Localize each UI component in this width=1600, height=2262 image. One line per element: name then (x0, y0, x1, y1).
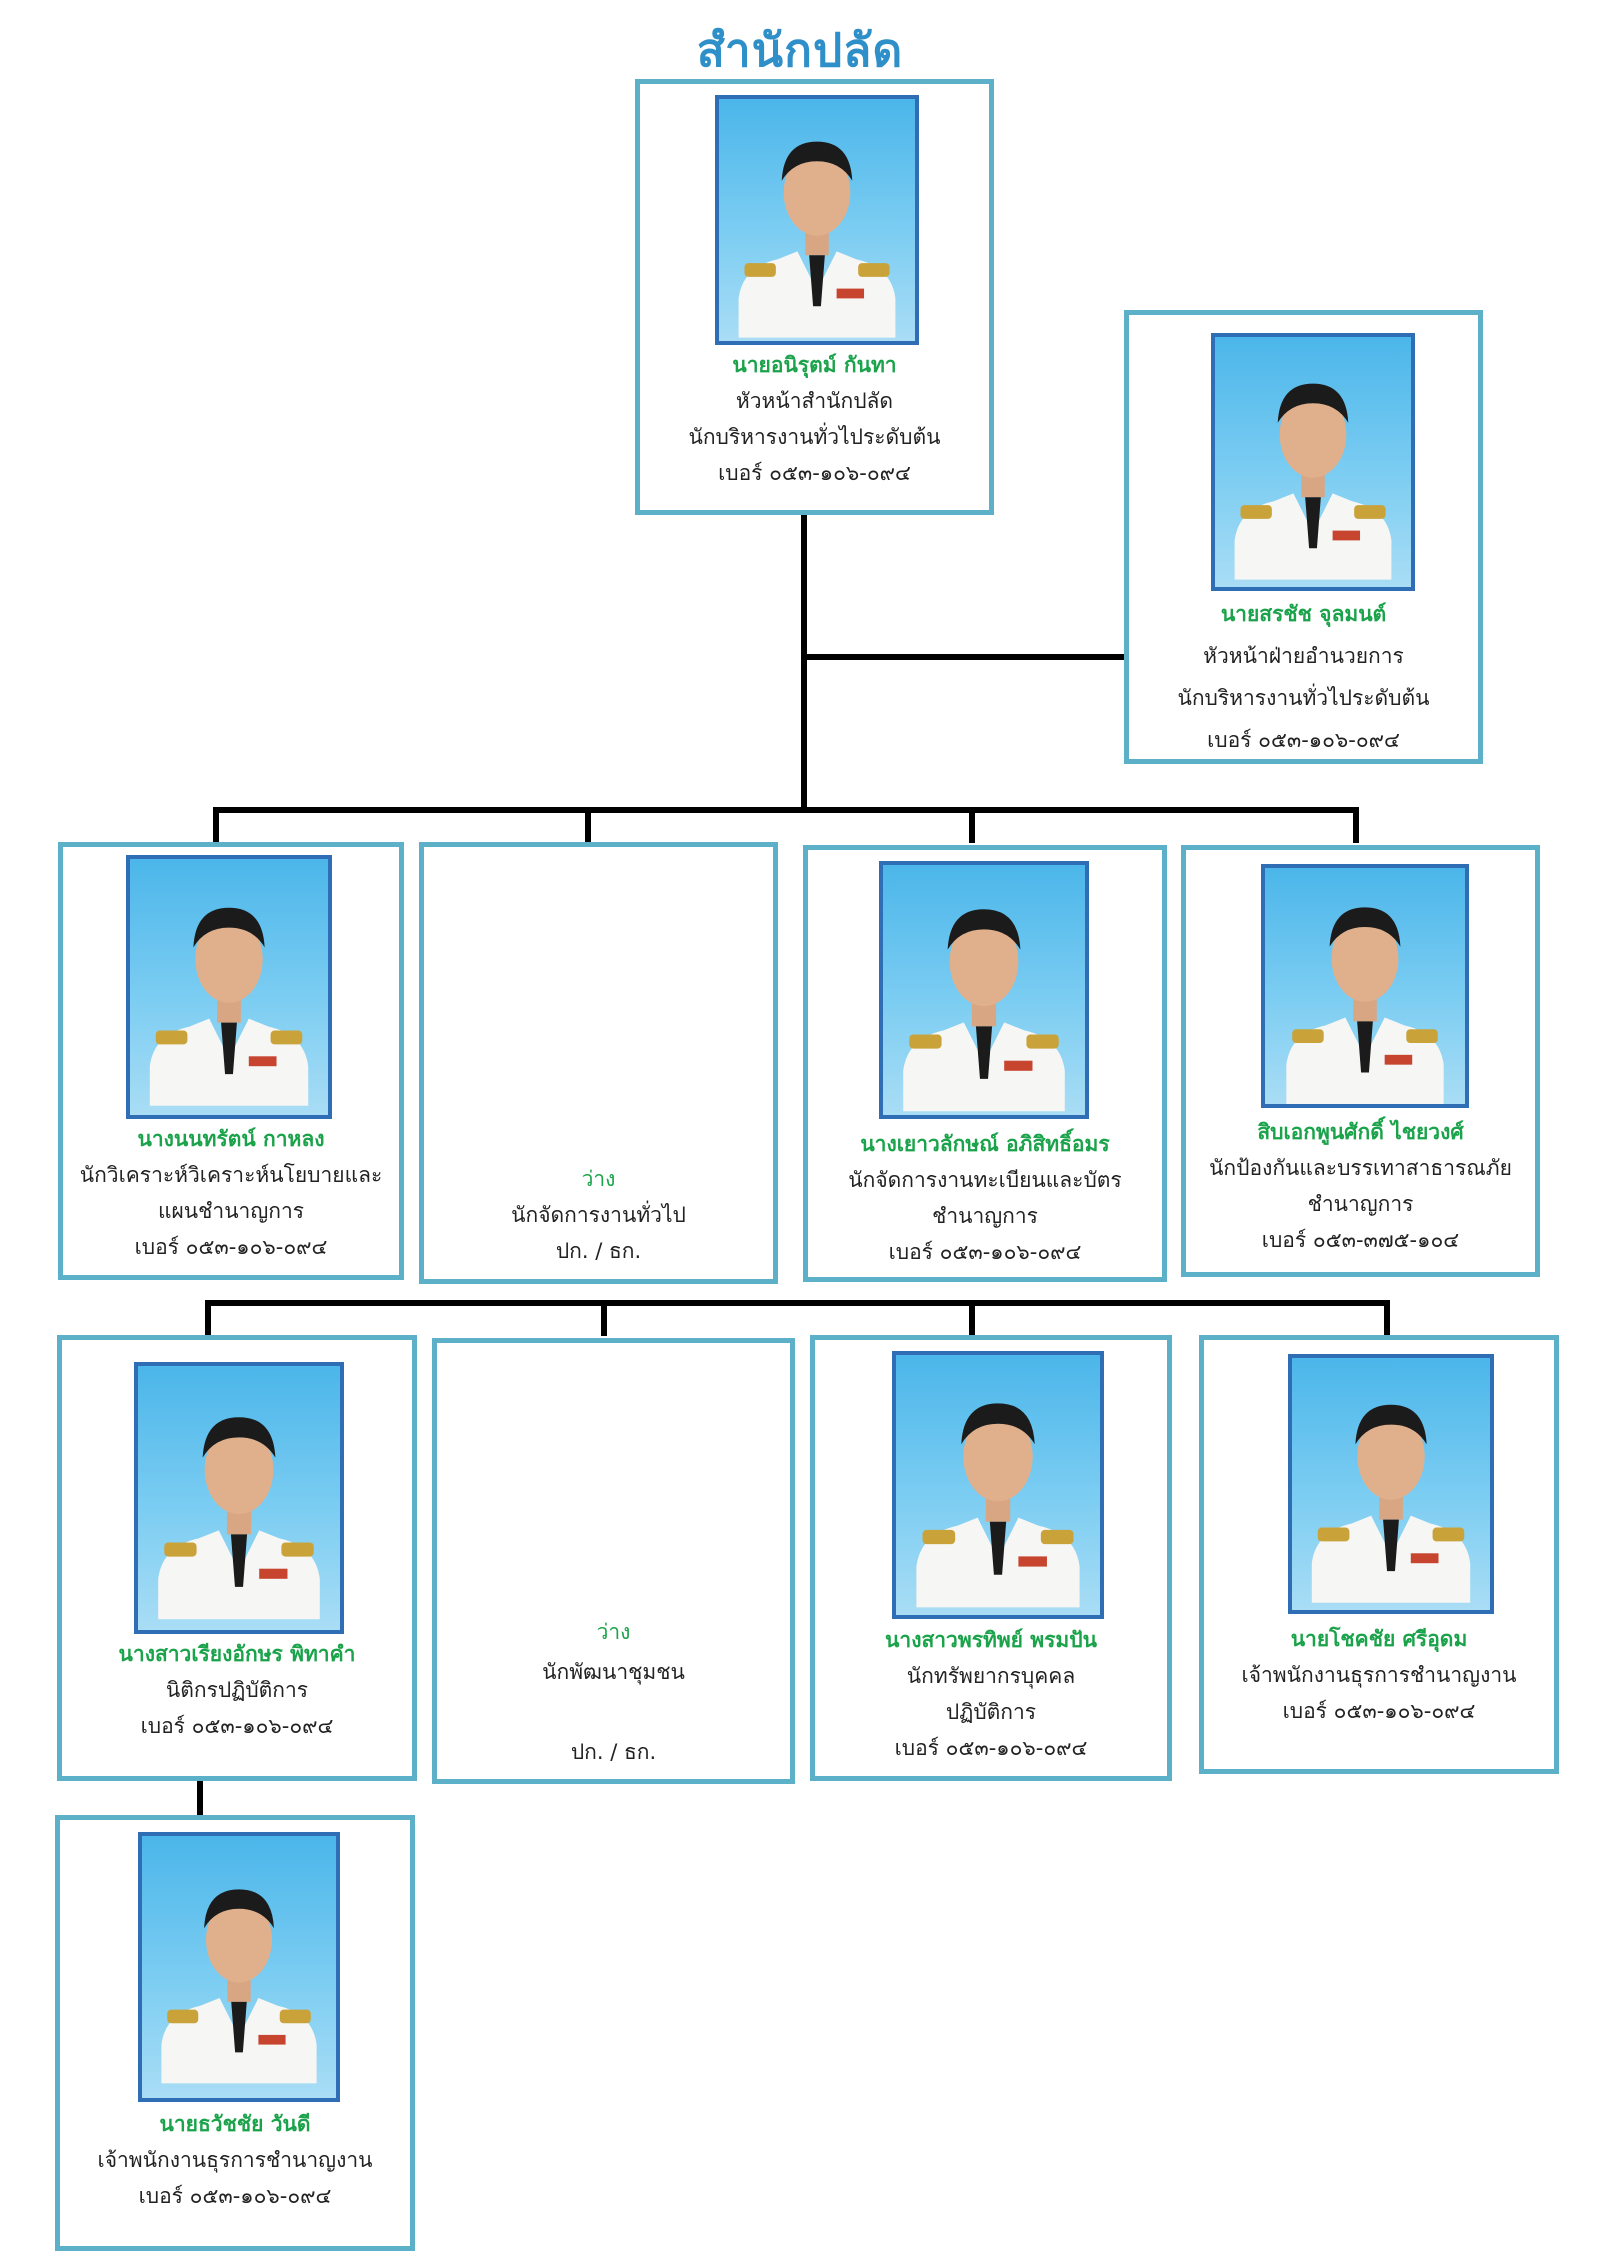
staff-card: สิบเอกพูนศักดิ์ ไชยวงศ์ นักป้องกันและบรร… (1181, 845, 1540, 1277)
deputy-card: นายสรชัช จุลมนต์ หัวหน้าฝ่ายอำนวยการ นัก… (1124, 310, 1483, 764)
head-level: นักบริหารงานทั่วไประดับต้น (688, 425, 941, 449)
person-portrait-icon (142, 1836, 336, 2098)
staff-phone: เบอร์ ๐๕๓-๓๗๕-๑๐๔ (1261, 1228, 1460, 1252)
staff-card: นายธวัชชัย วันดี เจ้าพนักงานธุรการชำนาญง… (55, 1815, 415, 2251)
person-portrait-icon (883, 865, 1085, 1115)
head-card: นายอนิรุตม์ กันทา หัวหน้าสำนักปลัด นักบร… (635, 79, 994, 515)
staff-photo (879, 861, 1089, 1119)
staff-photo (1261, 864, 1469, 1108)
page-title: สำนักปลัด (696, 23, 904, 77)
staff-position: นักจัดการงานทะเบียนและบัตร (848, 1168, 1122, 1192)
staff-card: นางสาวเรียงอักษร พิทาคำ นิติกรปฏิบัติการ… (57, 1335, 417, 1781)
staff-card: นางสาวพรทิพย์ พรมปัน นักทรัพยากรบุคคล ปฏ… (810, 1335, 1172, 1781)
staff-phone: เบอร์ ๐๕๓-๑๐๖-๐๙๔ (140, 1714, 334, 1738)
vacant-position: นักจัดการงานทั่วไป (511, 1203, 686, 1227)
staff-card: นางเยาวลักษณ์ อภิสิทธิ์อมร นักจัดการงานท… (803, 845, 1167, 1282)
vacant-level: ปก. / ธก. (555, 1239, 642, 1263)
head-phone: เบอร์ ๐๕๓-๑๐๖-๐๙๔ (718, 461, 911, 485)
staff-phone: เบอร์ ๐๕๓-๑๐๖-๐๙๔ (138, 2184, 332, 2208)
deputy-position: หัวหน้าฝ่ายอำนวยการ (1203, 644, 1404, 668)
connector-row1-bus (213, 807, 1359, 813)
staff-card: นางนนทรัตน์ กาหลง นักวิเคราะห์วิเคราะห์น… (58, 842, 404, 1280)
connector-row1-drop-3 (969, 807, 975, 843)
staff-name: นายธวัชชัย วันดี (159, 2112, 311, 2136)
connector-row1-drop-4 (1353, 807, 1359, 843)
head-name: นายอนิรุตม์ กันทา (732, 353, 897, 377)
staff-name: นายโชคชัย ศรีอุดม (1290, 1627, 1468, 1651)
deputy-phone: เบอร์ ๐๕๓-๑๐๖-๐๙๔ (1207, 728, 1400, 752)
person-portrait-icon (130, 859, 328, 1115)
deputy-name: นายสรชัช จุลมนต์ (1220, 602, 1387, 626)
staff-name: นางเยาวลักษณ์ อภิสิทธิ์อมร (860, 1132, 1110, 1156)
deputy-level: นักบริหารงานทั่วไประดับต้น (1177, 686, 1430, 710)
vacant-level: ปก. / ธก. (570, 1740, 657, 1764)
person-portrait-icon (1215, 337, 1411, 587)
head-photo (715, 95, 919, 345)
connector-row2-drop-1 (205, 1300, 211, 1336)
connector-row1-drop-2 (585, 807, 591, 843)
person-portrait-icon (896, 1355, 1100, 1615)
person-portrait-icon (1265, 868, 1465, 1104)
person-portrait-icon (719, 99, 915, 341)
connector-row1-drop-1 (213, 807, 219, 843)
staff-phone: เบอร์ ๐๕๓-๑๐๖-๐๙๔ (134, 1235, 328, 1259)
vacant-card: ว่าง นักพัฒนาชุมชน ปก. / ธก. (432, 1338, 795, 1784)
staff-position: นักป้องกันและบรรเทาสาธารณภัย (1209, 1156, 1512, 1180)
staff-photo (892, 1351, 1104, 1619)
staff-level: ปฏิบัติการ (945, 1700, 1037, 1724)
staff-position: เจ้าพนักงานธุรการชำนาญงาน (97, 2148, 373, 2172)
staff-photo (134, 1362, 344, 1634)
staff-name: นางสาวพรทิพย์ พรมปัน (885, 1628, 1097, 1652)
vacant-card: ว่าง นักจัดการงานทั่วไป ปก. / ธก. (419, 842, 778, 1284)
connector-row2-drop-3 (969, 1300, 975, 1336)
staff-phone: เบอร์ ๐๕๓-๑๐๖-๐๙๔ (894, 1736, 1088, 1760)
staff-phone: เบอร์ ๐๕๓-๑๐๖-๐๙๔ (888, 1240, 1082, 1264)
staff-level: ชำนาญการ (1307, 1192, 1414, 1216)
person-portrait-icon (138, 1366, 340, 1630)
connector-row3-link (197, 1778, 203, 1816)
staff-level: แผนชำนาญการ (157, 1199, 305, 1223)
staff-position: นักทรัพยากรบุคคล (906, 1664, 1076, 1688)
staff-photo (1288, 1354, 1494, 1614)
staff-position: นิติกรปฏิบัติการ (165, 1678, 309, 1702)
staff-name: นางนนทรัตน์ กาหลง (137, 1127, 325, 1151)
staff-photo (126, 855, 332, 1119)
staff-position: นักวิเคราะห์วิเคราะห์นโยบายและ (79, 1163, 383, 1187)
staff-name: นางสาวเรียงอักษร พิทาคำ (118, 1642, 356, 1666)
connector-row2-drop-4 (1384, 1300, 1390, 1336)
staff-position: เจ้าพนักงานธุรการชำนาญงาน (1241, 1663, 1517, 1687)
vacant-label: ว่าง (596, 1620, 631, 1644)
connector-deputy-branch (801, 654, 1124, 660)
vacant-position: นักพัฒนาชุมชน (542, 1660, 685, 1684)
staff-name: สิบเอกพูนศักดิ์ ไชยวงศ์ (1257, 1120, 1464, 1144)
connector-row2-bus (205, 1300, 1390, 1306)
staff-phone: เบอร์ ๐๕๓-๑๐๖-๐๙๔ (1282, 1699, 1476, 1723)
person-portrait-icon (1292, 1358, 1490, 1610)
head-position: หัวหน้าสำนักปลัด (735, 389, 894, 413)
vacant-label: ว่าง (581, 1167, 616, 1191)
connector-row2-drop-2 (601, 1300, 607, 1336)
staff-level: ชำนาญการ (932, 1204, 1038, 1228)
connector-head-trunk (801, 514, 807, 812)
deputy-photo (1211, 333, 1415, 591)
staff-photo (138, 1832, 340, 2102)
staff-card: นายโชคชัย ศรีอุดม เจ้าพนักงานธุรการชำนาญ… (1199, 1335, 1559, 1774)
